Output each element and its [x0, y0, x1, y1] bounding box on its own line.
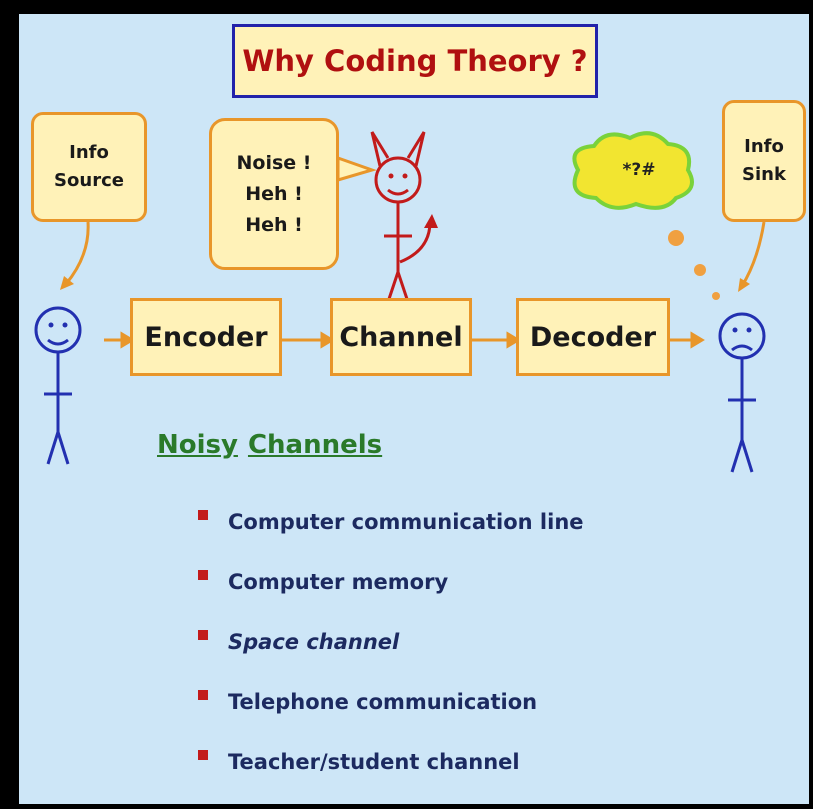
sink-callout-arrowhead: [738, 278, 750, 292]
sender-eye-left: [48, 322, 54, 328]
heading-word-noisy: Noisy: [157, 430, 238, 460]
noise-speech-bubble: Noise ! Heh ! Heh !: [209, 118, 339, 270]
devil-tail-tip: [424, 214, 438, 228]
sender-eye-right: [62, 322, 68, 328]
pipeline-arrows: [104, 331, 705, 349]
bullet-icon: [198, 690, 208, 700]
thought-dot-large: [668, 230, 684, 246]
channel-box: Channel: [330, 298, 472, 376]
decoder-box: Decoder: [516, 298, 670, 376]
slide-title: Why Coding Theory ?: [232, 24, 598, 98]
info-sink-box: Info Sink: [722, 100, 806, 222]
noisy-channel-list: Computer communication line Computer mem…: [198, 492, 584, 792]
bullet-icon: [198, 570, 208, 580]
list-item: Computer communication line: [198, 492, 584, 552]
devil-eye-left: [388, 173, 394, 179]
garbled-message: *?#: [622, 160, 656, 180]
section-heading: Noisy Channels: [157, 430, 392, 460]
bullet-icon: [198, 510, 208, 520]
noise-bubble-pointer: [336, 155, 377, 183]
sink-callout-tail: [740, 221, 766, 287]
list-item: Space channel: [198, 612, 584, 672]
source-callout-arrowhead: [60, 276, 74, 290]
list-item: Telephone communication: [198, 672, 584, 732]
heading-word-channels: Channels: [247, 430, 383, 460]
sender-figure: [34, 306, 82, 465]
source-callout-tail: [64, 221, 90, 285]
thought-cloud: [572, 131, 694, 210]
thought-dot-small: [712, 292, 720, 300]
receiver-eye-right: [746, 327, 752, 333]
receiver-eye-left: [732, 327, 738, 333]
bullet-icon: [198, 750, 208, 760]
thought-dot-medium: [694, 264, 706, 276]
list-item: Computer memory: [198, 552, 584, 612]
receiver-figure: [718, 312, 766, 473]
info-source-box: Info Source: [31, 112, 147, 222]
bullet-icon: [198, 630, 208, 640]
devil-icon: [370, 131, 432, 303]
list-item: Teacher/student channel: [198, 732, 584, 792]
devil-eye-right: [402, 173, 408, 179]
encoder-box: Encoder: [130, 298, 282, 376]
